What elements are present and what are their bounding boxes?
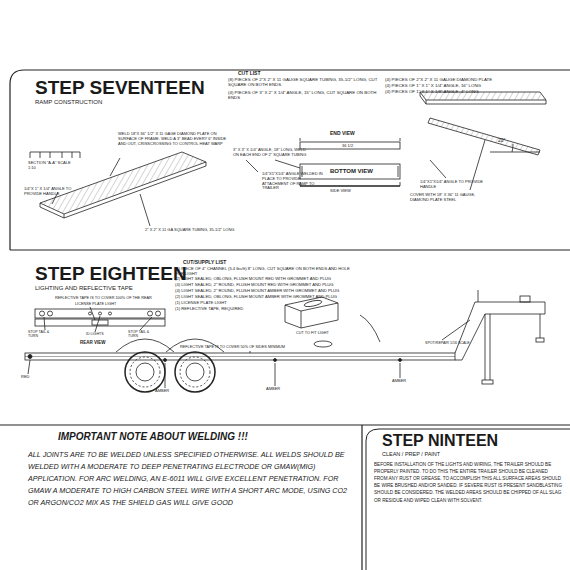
callout-note: REFLECTIVE TAPE IS TO COVER 100% OF THE … xyxy=(55,296,175,301)
step-body: BEFORE INSTALLATION OF THE LIGHTS AND WI… xyxy=(374,461,562,504)
callout-note: REFLECTIVE TAPE IS TO COVER 50% OF SIDES… xyxy=(180,345,360,350)
step-subtitle: CLEAN / PREP / PAINT xyxy=(382,451,532,458)
step-heading: STEP NINTEEN xyxy=(382,431,562,450)
section-label: SECTION "A-A" SCALE 1:10 xyxy=(28,161,73,171)
callout-note: 1/4"X1"X1/4" ANGLE TO PROVIDE HANDLE xyxy=(420,180,490,190)
cut-list-item: (4) PIECES OF 1" X 1" X 1/4" ANGLE, 16" … xyxy=(385,83,560,88)
cut-list-item: (4) PIECES OF 1" X 1" X 1/8" ANGLE, 4" L… xyxy=(385,89,560,94)
callout-note: 2" X 2" X 11 GA SQUARE TUBING, 35-1/2" L… xyxy=(145,228,265,233)
dimension: 36 1/2 xyxy=(342,144,372,149)
callout-note: WELD 18"X 36" 1/2" X 11 GAGE DIAMOND PLA… xyxy=(118,132,230,146)
supply-list-item: (1) PIECE OF 4" CHANNEL (5.4 lbs/ft) 8" … xyxy=(175,266,350,276)
callout-note: 3" X 3" X 1/4" ANGLE, 18" LONG, WELD ON … xyxy=(233,148,308,158)
callout-note: SPOT/REPAIR 1/16 SCALE xyxy=(425,341,470,345)
view-label: SIDE VIEW xyxy=(330,189,370,194)
callout-note: CUT TO FIT LIGHT xyxy=(296,331,351,336)
light-color: RED xyxy=(21,375,41,380)
callout-note: COVER WITH 18" X 36" 11 GAUGE, DIAMOND P… xyxy=(410,193,490,203)
supply-list-item: (2) LIGHT SEALED, OBLONG, FLUSH MOUNT AM… xyxy=(175,294,350,299)
view-label: BOTTOM VIEW xyxy=(330,168,390,175)
angle-label: 20° xyxy=(498,137,518,143)
supply-list-item: (4) LIGHT SEALED, 2" ROUND, FLUSH MOUNT … xyxy=(175,288,350,293)
callout-note: STOP TAIL & TURN xyxy=(128,330,160,339)
supply-list-item: (1) REFLECTIVE TAPE, REQUIRED xyxy=(175,306,350,311)
light-color: AMBER xyxy=(155,389,180,394)
supply-list-item: (2) LIGHT SEALED, OBLONG, FLUSH MOUNT RE… xyxy=(175,276,350,281)
cut-list-item: (4) PIECES OF 2"X 2" X 11 GAUGE DIAMOND … xyxy=(385,77,560,82)
callout-note: LICENSE PLATE LIGHT xyxy=(75,302,135,307)
callout-note: 1/4"X 1" X 1/4" ANGLE TO PROVIDE HANDLE xyxy=(24,187,86,197)
cut-list-item: (8) PIECES OF 2"X 2" X 11 GAUGE SQUARE T… xyxy=(228,77,378,88)
step-subtitle: RAMP CONSTRUCTION xyxy=(35,99,185,106)
list-heading: CUT/SUPPLY LIST xyxy=(183,259,253,265)
note-body: ALL JOINTS ARE TO BE WELDED UNLESS SPECI… xyxy=(28,449,356,508)
cut-list-item: (4) PIECES OF 3" X 2" X 1/4" ANGLE, 15" … xyxy=(228,90,378,101)
step-subtitle: LIGHTING AND REFLECTIVE TAPE xyxy=(35,285,185,292)
callout-note: 1/4"X1"X1/4" ANGLE WELDED IN PLACE TO PR… xyxy=(262,172,324,191)
view-label: REAR VIEW xyxy=(80,340,125,345)
callout-note: STOP TAIL & TURN xyxy=(28,330,60,339)
callout-note: ID LIGHTS xyxy=(86,332,116,336)
light-color: AMBER xyxy=(392,379,417,384)
view-label: END VIEW xyxy=(330,130,370,136)
list-heading: CUT LIST xyxy=(238,70,298,76)
note-heading: IMPORTANT NOTE ABOUT WELDING !!! xyxy=(58,431,338,443)
light-color: AMBER xyxy=(266,387,291,392)
supply-list-item: (1) LICENSE PLATE LIGHT xyxy=(175,300,350,305)
supply-list-item: (4) LIGHT SEALED, 2" ROUND, FLUSH MOUNT … xyxy=(175,282,350,287)
